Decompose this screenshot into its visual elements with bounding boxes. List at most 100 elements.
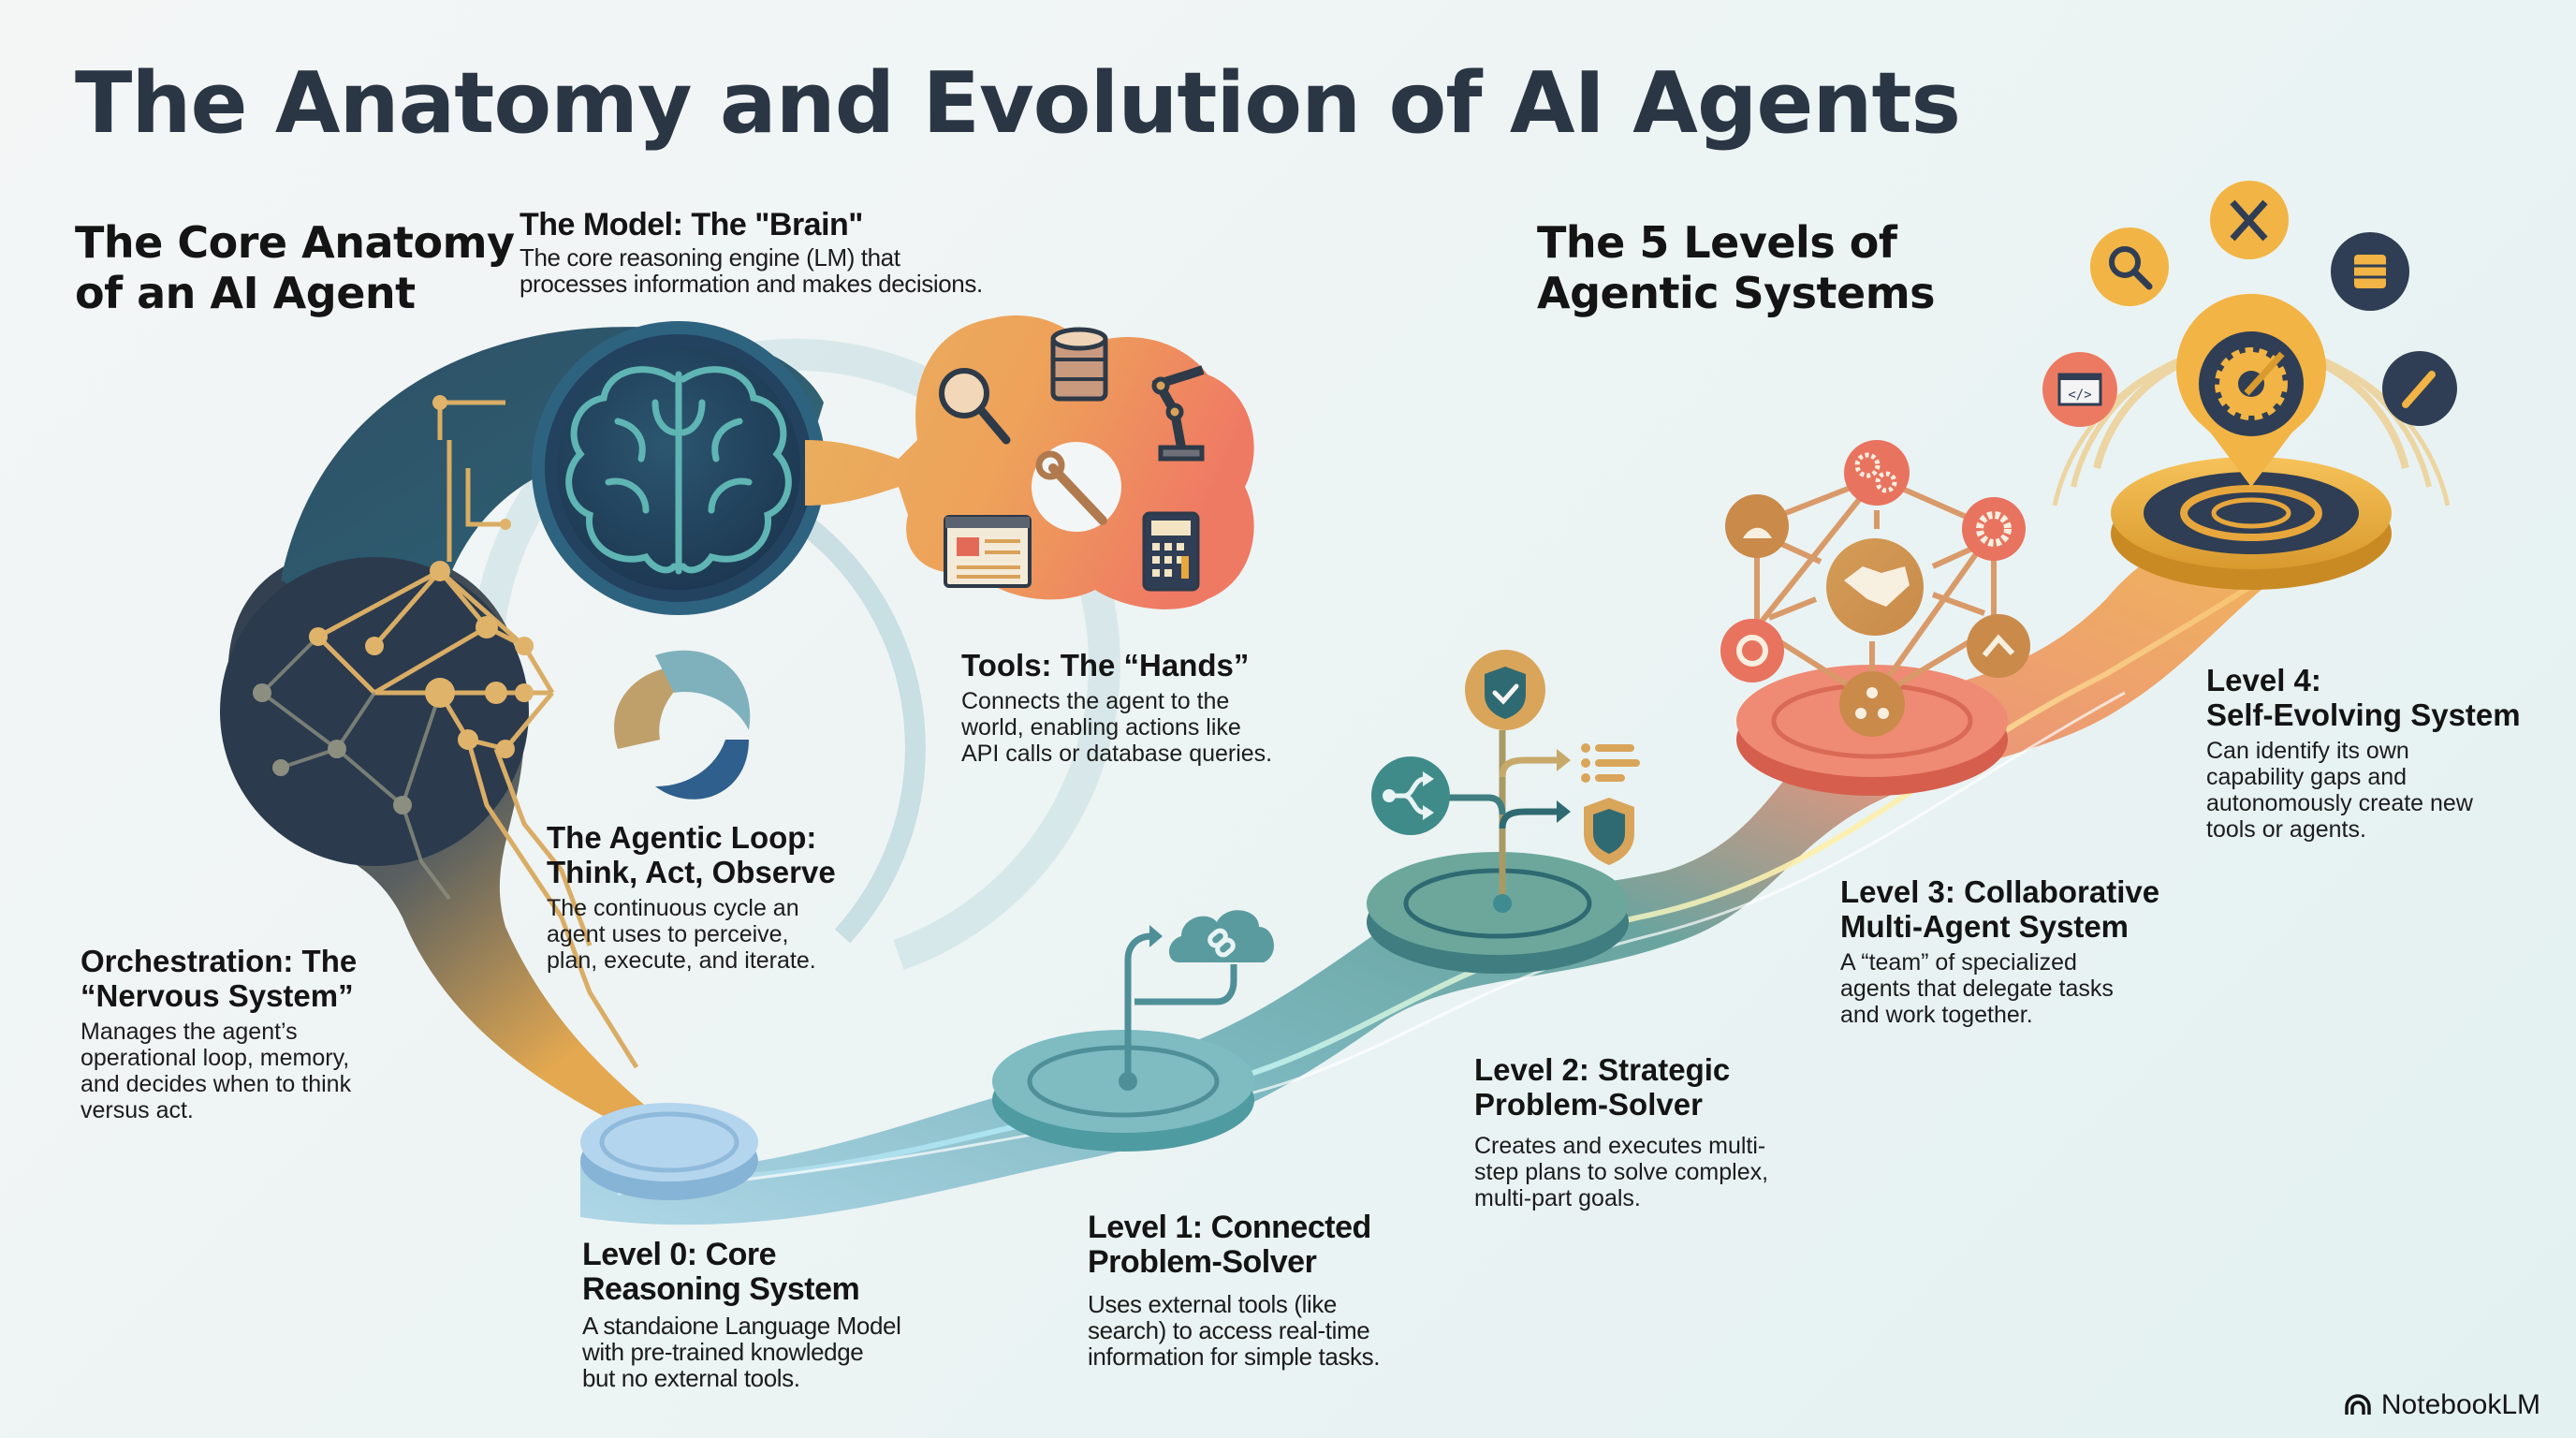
orchestration-description-line: and decides when to think <box>80 1071 352 1097</box>
level-3-title: Level 3: Collaborative Multi-Agent Syste… <box>1840 874 2159 944</box>
level-3-description: A “team” of specialized agents that dele… <box>1840 949 2159 1028</box>
level-4-block: Level 4: Self-Evolving System Can identi… <box>2206 663 2521 843</box>
level-title-line: Problem-Solver <box>1474 1087 1703 1122</box>
levels-section-title-line2: Agentic Systems <box>1537 268 1936 318</box>
level-description-line: Creates and executes multi- <box>1474 1133 1766 1159</box>
model-description-line: processes information and makes decision… <box>520 270 983 298</box>
level-description-line: step plans to solve complex, <box>1474 1159 1769 1185</box>
model-description-line: The core reasoning engine (LM) that <box>520 243 900 271</box>
level-1-title: Level 1: Connected Problem-Solver <box>1088 1211 1380 1280</box>
orchestration-description-line: versus act. <box>80 1097 194 1123</box>
brand-watermark: NotebookLM <box>2344 1389 2540 1421</box>
level-title-line: Self-Evolving System <box>2206 697 2521 732</box>
database-icon <box>1050 327 1108 402</box>
agent-icon <box>1725 494 1789 558</box>
wrench-icon <box>1035 450 1107 525</box>
anatomy-section-title-line1: The Core Anatomy <box>75 217 515 268</box>
orchestration-title-line: Orchestration: The <box>80 944 358 978</box>
level-title-line: Level 4: <box>2206 663 2321 697</box>
orchestration-description-line: Manages the agent’s <box>80 1019 298 1045</box>
tools-description: Connects the agent to the world, enablin… <box>961 688 1272 767</box>
level-1-description: Uses external tools (like search) to acc… <box>1088 1291 1380 1370</box>
level-description-line: agents that delegate tasks <box>1840 976 2114 1002</box>
level-description-line: A standaione Language Model <box>582 1312 901 1340</box>
level-0-platform <box>580 1103 758 1200</box>
tools-description-line: API calls or database queries. <box>961 741 1273 767</box>
level-description-line: but no external tools. <box>582 1364 800 1392</box>
level-description-line: autonomously create new <box>2206 790 2473 816</box>
levels-section-title: The 5 Levels of Agentic Systems <box>1537 217 1936 318</box>
agentic-loop-description-line: The continuous cycle an <box>547 895 799 921</box>
agentic-loop-description: The continuous cycle an agent uses to pe… <box>547 895 836 974</box>
level-2-title: Level 2: Strategic Problem-Solver <box>1474 1052 1768 1122</box>
robot-arm-icon <box>1151 365 1205 462</box>
list-icon <box>1581 743 1640 783</box>
wrench-icon <box>2382 351 2457 426</box>
level-0-block: Level 0: Core Reasoning System A standai… <box>582 1238 901 1392</box>
level-0-title: Level 0: Core Reasoning System <box>582 1238 901 1307</box>
agent-icon <box>1720 619 1784 682</box>
agentic-loop-description-line: plan, execute, and iterate. <box>547 947 816 974</box>
team-hierarchy-icon <box>1839 671 1905 737</box>
level-3-block: Level 3: Collaborative Multi-Agent Syste… <box>1840 874 2159 1028</box>
gears-icon <box>1844 440 1910 506</box>
model-block: The Model: The "Brain" The core reasonin… <box>520 207 983 298</box>
code-window-icon: </> <box>2042 352 2117 427</box>
anatomy-section-title-line2: of an AI Agent <box>75 268 416 318</box>
level-title-line: Problem-Solver <box>1088 1244 1317 1280</box>
strategy-tree <box>1446 730 1571 913</box>
svg-text:</>: </> <box>2068 388 2091 403</box>
level-4-description: Can identify its own capability gaps and… <box>2206 738 2521 843</box>
model-title: The Model: The "Brain" <box>520 207 863 242</box>
level-0-description: A standaione Language Model with pre-tra… <box>582 1313 901 1391</box>
shield-icon <box>1584 798 1634 865</box>
level-title-line: Level 3: Collaborative <box>1840 874 2160 909</box>
notebooklm-logo-icon <box>2345 1394 2371 1415</box>
branch-split-icon <box>1371 756 1450 835</box>
tools-description-line: world, enabling actions like <box>961 714 1241 741</box>
level-title-line: Reasoning System <box>582 1271 860 1307</box>
level-title-line: Level 1: Connected <box>1088 1210 1371 1245</box>
level-description-line: with pre-trained knowledge <box>582 1338 864 1366</box>
level-title-line: Level 0: Core <box>582 1237 777 1272</box>
level-description-line: A “team” of specialized <box>1840 949 2077 976</box>
level-description-line: multi-part goals. <box>1474 1185 1641 1211</box>
orchestration-description: Manages the agent’s operational loop, me… <box>80 1019 357 1123</box>
agentic-loop-title-line: Think, Act, Observe <box>547 855 836 889</box>
level-description-line: capability gaps and <box>2206 764 2408 790</box>
level-description-line: search) to access real-time <box>1088 1316 1370 1344</box>
gear-icon <box>1962 497 2026 561</box>
level-1-block: Level 1: Connected Problem-Solver Uses e… <box>1088 1211 1380 1371</box>
tools-title: Tools: The “Hands” <box>961 648 1250 682</box>
level-2-platform <box>1367 852 1629 974</box>
agentic-loop-title: The Agentic Loop: Think, Act, Observe <box>547 820 836 889</box>
database-icon <box>2331 232 2409 311</box>
agentic-loop-description-line: agent uses to perceive, <box>547 921 789 947</box>
level-2-description: Creates and executes multi- step plans t… <box>1474 1133 1768 1211</box>
browser-window-icon <box>944 515 1032 588</box>
magnifier-icon <box>939 368 1011 445</box>
handshake-icon <box>1826 538 1924 636</box>
brain-icon <box>532 321 826 615</box>
cycle-swirl-icon <box>614 650 751 800</box>
level-title-line: Multi-Agent System <box>1840 909 2130 944</box>
level-description-line: Can identify its own <box>2206 738 2409 764</box>
level-description-line: information for simple tasks. <box>1088 1343 1381 1371</box>
agentic-loop-title-line: The Agentic Loop: <box>547 820 817 855</box>
gear-brush-icon <box>2176 293 2326 487</box>
level-description-line: tools or agents. <box>2206 816 2366 843</box>
agentic-loop-block: The Agentic Loop: Think, Act, Observe Th… <box>547 820 836 974</box>
page-title: The Anatomy and Evolution of AI Agents <box>75 54 1961 153</box>
tools-crossed-icon <box>2210 181 2289 259</box>
neural-network-icon <box>220 395 639 1069</box>
agent-icon <box>1967 614 2030 678</box>
anatomy-section-title: The Core Anatomy of an AI Agent <box>75 217 515 318</box>
orchestration-title-line: “Nervous System” <box>80 978 354 1013</box>
level-4-platform <box>2111 457 2392 590</box>
level-title-line: Level 2: Strategic <box>1474 1052 1731 1087</box>
orchestration-description-line: operational loop, memory, <box>80 1045 350 1071</box>
level-2-block: Level 2: Strategic Problem-Solver Create… <box>1474 1052 1768 1211</box>
level-description-line: and work together. <box>1840 1002 2033 1028</box>
model-description: The core reasoning engine (LM) that proc… <box>520 244 983 297</box>
